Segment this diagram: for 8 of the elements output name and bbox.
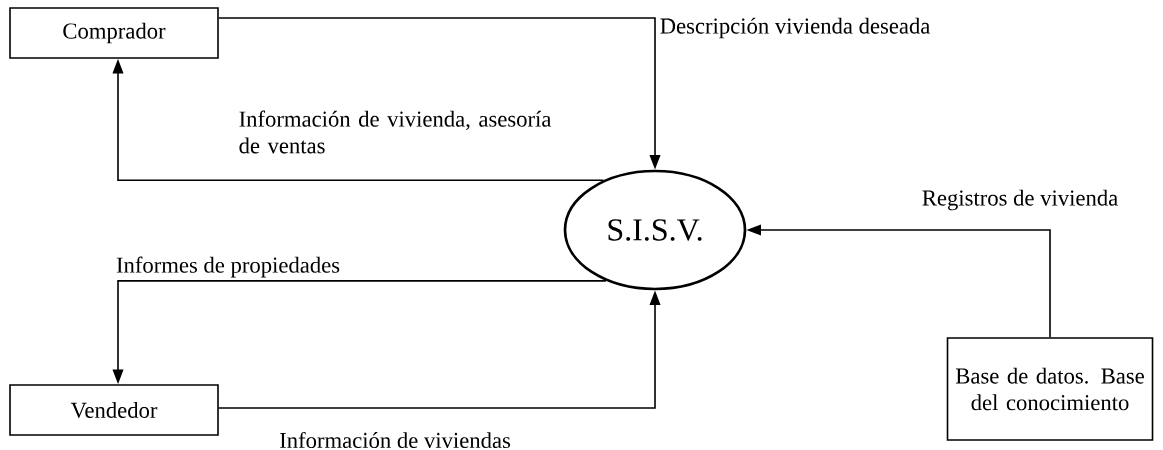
edge-label: Registros de vivienda [922, 189, 1118, 211]
edge-label: Descripción vivienda deseada [660, 17, 931, 39]
edge-label: Información de viviendas [280, 431, 511, 449]
data-store-box: Base de datos. Base del conocimiento [946, 337, 1154, 441]
process-box: Comprador [9, 7, 219, 59]
edge-label: Información de vivienda, asesoría de ventas [239, 110, 552, 154]
edge-label: Informes de propiedades [116, 256, 340, 278]
process-box: Vendedor [9, 384, 219, 436]
